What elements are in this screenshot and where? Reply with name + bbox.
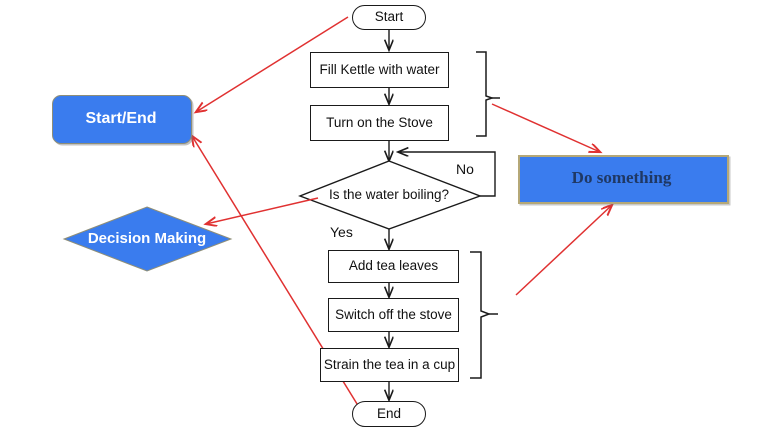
flow-node-start-label: Start <box>374 9 404 25</box>
flow-node-turn-on-stove[interactable]: Turn on the Stove <box>310 105 449 141</box>
flow-node-strain-tea-label: Strain the tea in a cup <box>323 356 456 372</box>
legend-start-end-shape[interactable] <box>52 95 192 144</box>
flow-node-is-water-boiling[interactable]: Is the water boiling? <box>324 173 454 217</box>
annotation-lower-bracket-to-legend-process <box>515 205 612 296</box>
branch-label-yes: Yes <box>330 224 353 240</box>
edge-decision-no-loop <box>398 152 496 197</box>
branch-label-no: No <box>456 161 474 177</box>
flow-node-add-tea-leaves[interactable]: Add tea leaves <box>328 250 459 283</box>
flow-node-start[interactable]: Start <box>352 5 426 30</box>
flow-node-turn-on-stove-label: Turn on the Stove <box>326 114 433 130</box>
flow-node-switch-off-stove[interactable]: Switch off the stove <box>328 298 459 332</box>
flow-node-end-label: End <box>376 405 402 421</box>
flow-node-add-tea-leaves-label: Add tea leaves <box>348 258 439 274</box>
annotation-decision-to-legend-decision <box>206 197 319 224</box>
flow-node-fill-kettle-label: Fill Kettle with water <box>319 61 440 77</box>
flow-node-end[interactable]: End <box>352 401 426 427</box>
bracket-upper-group <box>476 51 500 137</box>
flow-node-is-water-boiling-label: Is the water boiling? <box>328 186 450 202</box>
annotation-upper-bracket-to-legend-process <box>491 103 600 152</box>
annotation-start-to-legend-startend <box>196 16 349 112</box>
legend-process-shape[interactable] <box>518 155 729 204</box>
flow-node-strain-tea[interactable]: Strain the tea in a cup <box>320 348 459 382</box>
decision-diamond-shape <box>298 160 483 230</box>
bracket-lower-group <box>470 251 498 379</box>
flow-node-switch-off-stove-label: Switch off the stove <box>335 306 452 322</box>
flow-node-fill-kettle[interactable]: Fill Kettle with water <box>310 52 449 88</box>
